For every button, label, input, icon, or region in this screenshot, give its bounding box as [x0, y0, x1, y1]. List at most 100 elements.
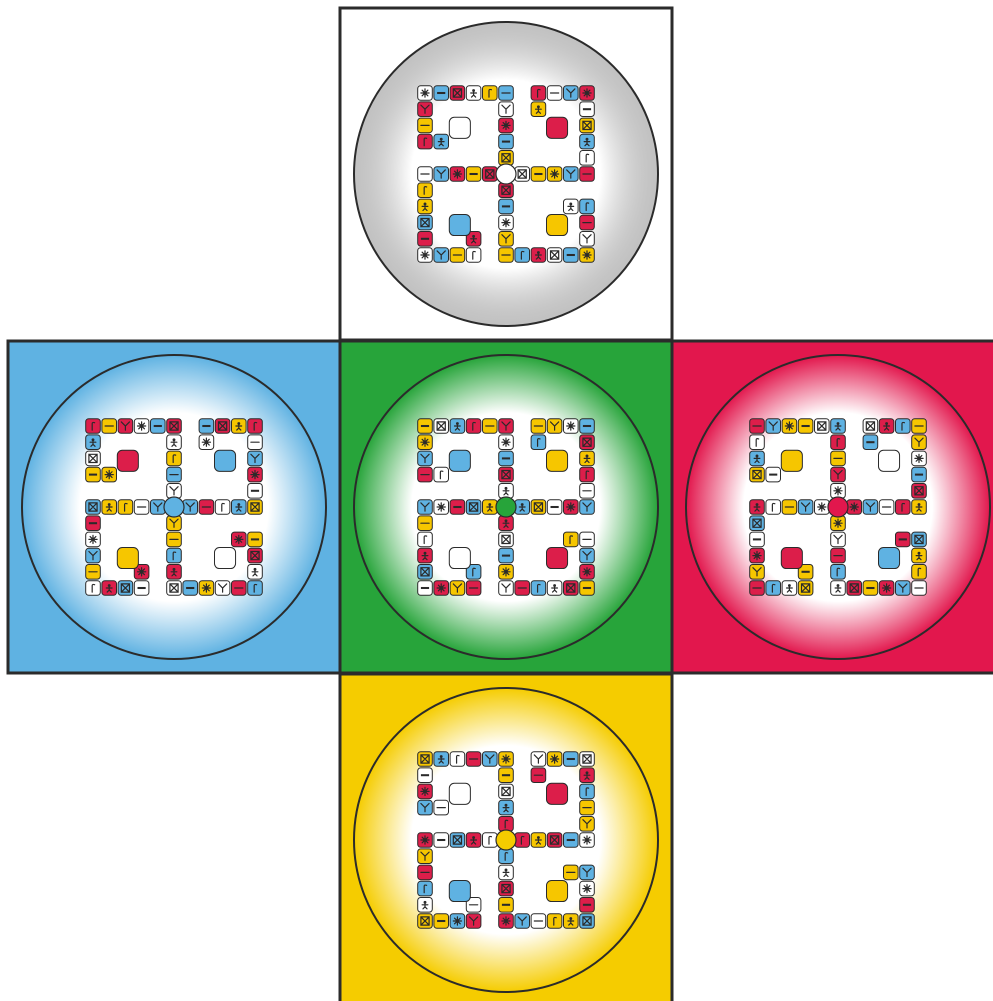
track-cell[interactable] [418, 548, 433, 563]
track-cell[interactable] [418, 532, 433, 547]
track-cell[interactable] [564, 865, 579, 880]
track-cell[interactable] [564, 532, 579, 547]
track-cell[interactable] [531, 500, 546, 515]
track-cell[interactable] [466, 500, 481, 515]
track-cell[interactable] [499, 752, 514, 767]
track-cell[interactable] [580, 118, 595, 133]
track-cell[interactable] [434, 248, 449, 263]
track-cell[interactable] [167, 516, 182, 531]
track-cell[interactable] [418, 581, 433, 596]
track-cell[interactable] [766, 581, 781, 596]
track-cell[interactable] [580, 151, 595, 166]
track-cell[interactable] [466, 419, 481, 434]
track-cell[interactable] [564, 167, 579, 182]
track-cell[interactable] [831, 548, 846, 563]
track-cell[interactable] [466, 86, 481, 101]
track-cell[interactable] [564, 833, 579, 848]
track-cell[interactable] [167, 467, 182, 482]
track-cell[interactable] [912, 419, 927, 434]
track-cell[interactable] [912, 581, 927, 596]
track-cell[interactable] [879, 500, 894, 515]
track-cell[interactable] [499, 151, 514, 166]
track-cell[interactable] [750, 467, 765, 482]
track-cell[interactable] [547, 914, 562, 929]
track-cell[interactable] [580, 865, 595, 880]
track-cell[interactable] [782, 419, 797, 434]
track-cell[interactable] [167, 532, 182, 547]
track-cell[interactable] [798, 500, 813, 515]
track-cell[interactable] [580, 248, 595, 263]
track-cell[interactable] [434, 467, 449, 482]
track-cell[interactable] [564, 248, 579, 263]
track-cell[interactable] [564, 500, 579, 515]
track-cell[interactable] [782, 581, 797, 596]
track-cell[interactable] [232, 581, 247, 596]
track-cell[interactable] [466, 581, 481, 596]
track-cell[interactable] [750, 419, 765, 434]
track-cell[interactable] [118, 500, 133, 515]
track-cell[interactable] [499, 768, 514, 783]
track-cell[interactable] [118, 419, 133, 434]
track-cell[interactable] [515, 248, 530, 263]
track-cell[interactable] [499, 419, 514, 434]
track-cell[interactable] [580, 215, 595, 230]
track-cell[interactable] [86, 467, 101, 482]
center-hub[interactable] [496, 164, 516, 184]
track-cell[interactable] [580, 419, 595, 434]
start-block[interactable] [117, 450, 138, 471]
track-cell[interactable] [499, 467, 514, 482]
track-cell[interactable] [580, 784, 595, 799]
track-cell[interactable] [248, 435, 263, 450]
track-cell[interactable] [499, 134, 514, 149]
track-cell[interactable] [798, 419, 813, 434]
track-cell[interactable] [831, 516, 846, 531]
track-cell[interactable] [750, 581, 765, 596]
track-cell[interactable] [418, 865, 433, 880]
track-cell[interactable] [466, 248, 481, 263]
track-cell[interactable] [434, 833, 449, 848]
track-cell[interactable] [896, 500, 911, 515]
center-hub[interactable] [164, 497, 184, 517]
track-cell[interactable] [248, 467, 263, 482]
track-cell[interactable] [450, 833, 465, 848]
track-cell[interactable] [86, 565, 101, 580]
track-cell[interactable] [499, 532, 514, 547]
track-cell[interactable] [499, 215, 514, 230]
track-cell[interactable] [232, 532, 247, 547]
track-cell[interactable] [167, 484, 182, 499]
track-cell[interactable] [499, 914, 514, 929]
track-cell[interactable] [580, 451, 595, 466]
track-cell[interactable] [499, 86, 514, 101]
track-cell[interactable] [580, 548, 595, 563]
track-cell[interactable] [167, 435, 182, 450]
track-cell[interactable] [564, 419, 579, 434]
track-cell[interactable] [86, 451, 101, 466]
track-cell[interactable] [531, 248, 546, 263]
center-hub[interactable] [496, 830, 516, 850]
track-cell[interactable] [418, 167, 433, 182]
track-cell[interactable] [912, 484, 927, 499]
track-cell[interactable] [450, 167, 465, 182]
track-cell[interactable] [102, 467, 117, 482]
start-block[interactable] [117, 548, 138, 569]
start-block[interactable] [781, 548, 802, 569]
track-cell[interactable] [847, 500, 862, 515]
track-cell[interactable] [183, 500, 198, 515]
track-cell[interactable] [418, 118, 433, 133]
track-cell[interactable] [418, 768, 433, 783]
track-cell[interactable] [418, 914, 433, 929]
start-block[interactable] [781, 450, 802, 471]
track-cell[interactable] [912, 548, 927, 563]
track-cell[interactable] [782, 500, 797, 515]
track-cell[interactable] [167, 565, 182, 580]
track-cell[interactable] [483, 167, 498, 182]
track-cell[interactable] [499, 581, 514, 596]
track-cell[interactable] [248, 500, 263, 515]
track-cell[interactable] [750, 565, 765, 580]
start-block[interactable] [449, 450, 470, 471]
track-cell[interactable] [483, 419, 498, 434]
track-cell[interactable] [766, 419, 781, 434]
track-cell[interactable] [912, 565, 927, 580]
track-cell[interactable] [580, 898, 595, 913]
track-cell[interactable] [531, 914, 546, 929]
